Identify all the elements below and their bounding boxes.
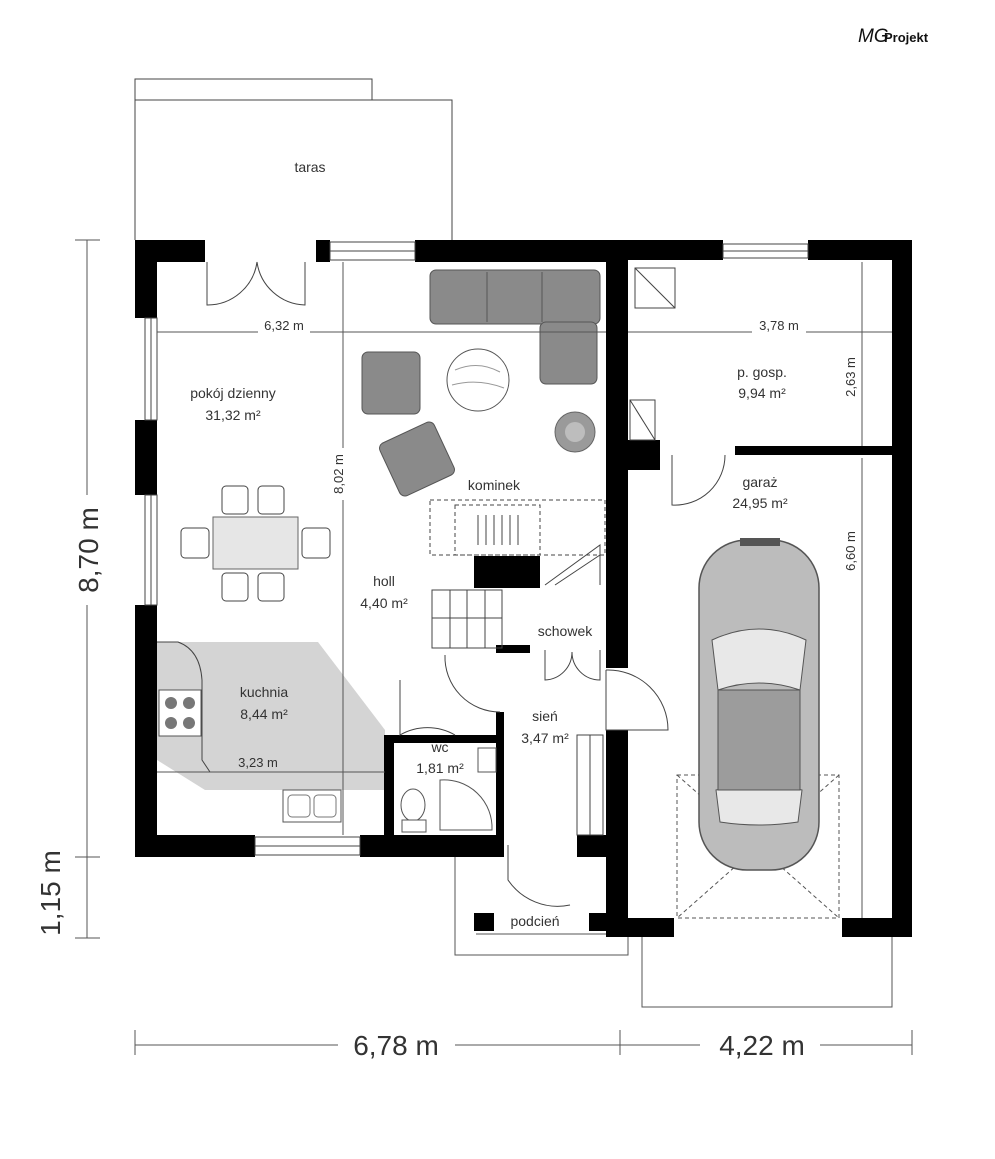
dimension-lines: [75, 239, 913, 1055]
plant: [554, 411, 596, 453]
windows: [144, 241, 809, 856]
doors: [206, 261, 726, 907]
label-holl-name: holl: [373, 573, 395, 589]
label-living-area: 31,32 m²: [205, 407, 261, 423]
label-wc-area: 1,81 m²: [416, 760, 464, 776]
dining-set: [180, 485, 331, 602]
utility-box: [629, 267, 676, 441]
armchair: [361, 351, 421, 415]
label-pgosp-name: p. gosp.: [737, 364, 787, 380]
label-kuchnia-area: 8,44 m²: [240, 706, 288, 722]
label-garaz-area: 24,95 m²: [732, 495, 788, 511]
dim-pgosp-depth: 2,63 m: [843, 357, 858, 397]
kitchen-floor: [157, 642, 385, 790]
dim-garage-depth: 6,60 m: [843, 531, 858, 571]
label-podcien: podcień: [510, 913, 559, 929]
wc-fixtures: [400, 747, 497, 833]
dim-total-depth: 8,70 m: [73, 507, 104, 593]
terrace: [134, 78, 453, 240]
label-sien-name: sień: [532, 708, 558, 724]
coffee-table: [446, 348, 510, 412]
dim-garage-width: 4,22 m: [719, 1030, 805, 1061]
stairs: [429, 499, 606, 649]
brand-logo-mg: MG: [858, 26, 889, 47]
armchair-2: [379, 421, 455, 497]
dim-kitchen-width: 3,23 m: [238, 755, 278, 770]
brand-logo-projekt: Projekt: [884, 30, 929, 45]
label-taras: taras: [294, 159, 325, 175]
label-schowek: schowek: [538, 623, 593, 639]
label-holl-area: 4,40 m²: [360, 595, 408, 611]
dim-house-width: 6,78 m: [353, 1030, 439, 1061]
dim-porch-depth: 1,15 m: [35, 850, 66, 936]
walls: [135, 240, 912, 937]
label-wc-name: wc: [430, 739, 448, 755]
label-kominek: kominek: [468, 477, 521, 493]
sofa: [429, 269, 601, 385]
car: [698, 538, 820, 871]
dim-hall-depth: 8,02 m: [331, 454, 346, 494]
brand-logo: MG Projekt: [858, 26, 929, 47]
label-garaz-name: garaż: [742, 474, 777, 490]
dim-living-width: 6,32 m: [264, 318, 304, 333]
label-kuchnia-name: kuchnia: [240, 684, 288, 700]
label-pgosp-area: 9,94 m²: [738, 385, 786, 401]
label-living-name: pokój dzienny: [190, 385, 276, 401]
label-sien-area: 3,47 m²: [521, 730, 569, 746]
kitchen-fixtures: [157, 641, 385, 823]
dim-pgosp-width: 3,78 m: [759, 318, 799, 333]
